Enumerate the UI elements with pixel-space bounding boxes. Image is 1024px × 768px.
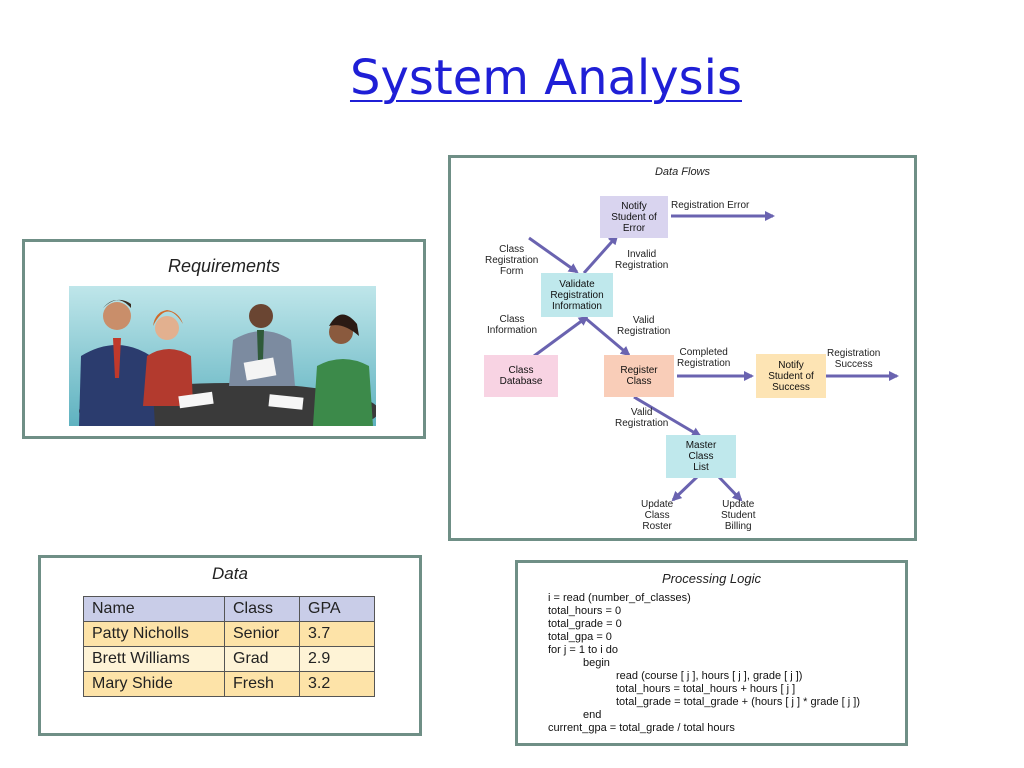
data-flow-arrows: [528, 211, 899, 502]
table-cell: 2.9: [299, 646, 375, 672]
table-cell: Grad: [224, 646, 300, 672]
arrow-validate-to-error: [582, 234, 619, 274]
data-panel: Data Name Class GPA Patty Nicholls Senio…: [38, 555, 422, 736]
table-row: Patty Nicholls Senior 3.7: [83, 621, 375, 647]
code-line: total_grade = 0: [548, 618, 622, 630]
code-line: for j = 1 to i do: [548, 644, 619, 656]
node-class-database: Class Database: [484, 355, 558, 397]
arrow-validate-to-register: [583, 315, 631, 357]
label-class-information: Class Information: [487, 314, 538, 336]
slide-title: System Analysis: [349, 50, 742, 106]
table-cell: Brett Williams: [83, 646, 225, 672]
table-row: Brett Williams Grad 2.9: [83, 646, 375, 672]
code-line: read (course [ j ], hours [ j ], grade […: [616, 670, 803, 682]
code-line: total_hours = total_hours + hours [ j ]: [616, 683, 796, 695]
table-cell: Patty Nicholls: [83, 621, 225, 647]
arrow-form-to-validate: [528, 236, 579, 274]
label-valid-registration-1: Valid Registration: [617, 315, 671, 337]
column-header: Name: [83, 596, 225, 622]
label-update-class-roster: Update Class Roster: [641, 499, 674, 532]
code-line: begin: [583, 657, 610, 669]
requirements-panel: Requirements: [22, 239, 426, 439]
code-line: current_gpa = total_grade / total hours: [548, 722, 735, 734]
table-cell: Fresh: [224, 671, 300, 697]
requirements-heading: Requirements: [167, 256, 281, 276]
code-line: i = read (number_of_classes): [548, 592, 691, 604]
data-flows-panel: Data Flows Notify Student of Error Valid…: [448, 155, 917, 541]
label-registration-success: Registration Success: [827, 348, 881, 370]
table-cell: Senior: [224, 621, 300, 647]
arrow-master-to-roster: [671, 474, 700, 502]
table-cell: 3.7: [299, 621, 375, 647]
node-notify-success: Notify Student of Success: [756, 354, 826, 398]
code-line: end: [583, 709, 602, 721]
data-flows-heading: Data Flows: [654, 166, 711, 178]
node-register-class: Register Class: [604, 355, 674, 397]
node-master-class-list: Master Class List: [666, 435, 736, 478]
table-cell: 3.2: [299, 671, 375, 697]
meeting-illustration: [69, 286, 376, 426]
table-row: Mary Shide Fresh 3.2: [83, 671, 375, 697]
arrow-master-to-billing: [716, 474, 743, 502]
processing-logic-panel: Processing Logic i = read (number_of_cla…: [515, 560, 908, 746]
data-heading: Data: [212, 564, 248, 583]
label-valid-registration-2: Valid Registration: [615, 407, 669, 429]
column-header: Class: [224, 596, 300, 622]
node-notify-error: Notify Student of Error: [600, 196, 668, 238]
node-validate-registration: Validate Registration Information: [541, 273, 613, 317]
code-line: total_gpa = 0: [548, 631, 612, 643]
label-invalid-registration: Invalid Registration: [615, 249, 669, 271]
code-line: total_hours = 0: [548, 605, 622, 617]
label-registration-error: Registration Error: [671, 200, 750, 211]
column-header: GPA: [299, 596, 375, 622]
label-completed-registration: Completed Registration: [677, 347, 731, 369]
table-cell: Mary Shide: [83, 671, 225, 697]
code-line: total_grade = total_grade + (hours [ j ]…: [616, 696, 860, 708]
student-data-table: Name Class GPA Patty Nicholls Senior 3.7…: [83, 596, 375, 697]
table-header-row: Name Class GPA: [83, 596, 375, 622]
processing-logic-heading: Processing Logic: [662, 571, 761, 586]
label-update-student-billing: Update Student Billing: [721, 499, 756, 532]
arrow-database-to-validate: [533, 315, 589, 358]
label-class-registration-form: Class Registration Form: [485, 244, 539, 277]
arrow-register-to-master: [633, 395, 702, 438]
